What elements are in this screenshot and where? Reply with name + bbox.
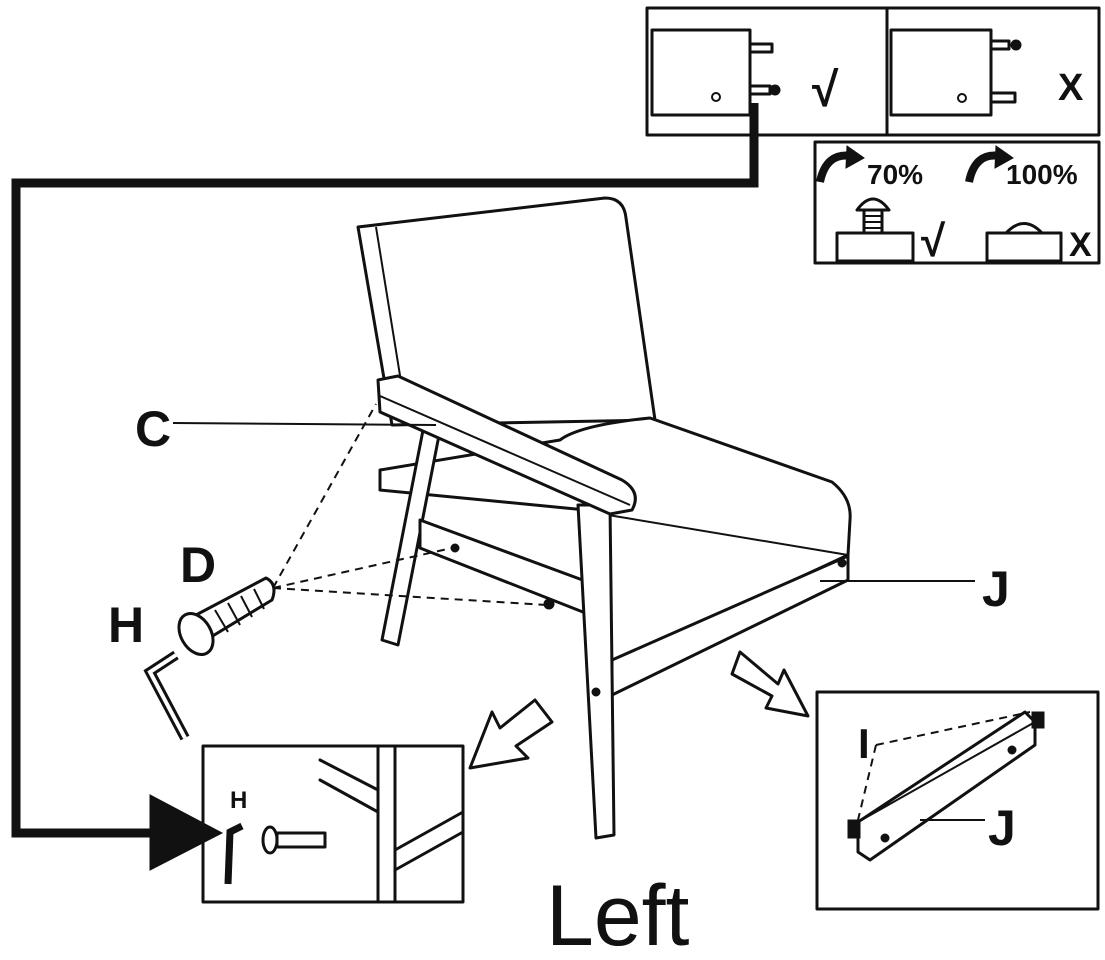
allen-key-label: H — [108, 597, 144, 653]
detail-rail-label: J — [988, 800, 1016, 856]
rail-detail-frame — [815, 690, 1100, 911]
bolt-partial-tight-figure — [835, 197, 915, 263]
alignment-guides — [272, 403, 547, 606]
torque-panel: 70% 100% √ X — [813, 140, 1101, 266]
bolt-label: D — [180, 537, 216, 593]
orientation-frame — [645, 6, 1101, 137]
correct-orientation-figure — [650, 28, 781, 117]
pointer-arrow-icon — [730, 650, 810, 718]
bolt-orientation-panel: √ X — [645, 6, 1101, 137]
detail-rail — [856, 710, 1037, 862]
pointer-arrow-icon — [149, 794, 224, 871]
detail-allen-key-label: H — [230, 787, 247, 814]
incorrect-cross-mark: X — [1058, 67, 1084, 109]
leader-line — [11, 103, 759, 838]
bolt-d — [177, 576, 276, 656]
rotate-arrow-icon — [965, 145, 1014, 183]
torque-frame — [813, 140, 1101, 265]
torque-cross-mark: X — [1069, 226, 1092, 264]
backrest — [356, 196, 657, 427]
pointer-arrow-icon — [468, 698, 554, 770]
armrest-label: C — [135, 401, 171, 457]
armrest-leader — [172, 422, 437, 426]
torque-correct-label: 70% — [867, 159, 923, 190]
side-caption: Left — [546, 868, 690, 955]
rail-detail-panel — [815, 690, 1100, 911]
incorrect-orientation-figure — [889, 28, 1022, 117]
rotate-arrow-icon — [816, 145, 865, 183]
front-leg — [576, 503, 616, 840]
leg-detail-panel: H — [201, 744, 465, 904]
detail-insert-label: I — [858, 720, 870, 767]
leg-detail-frame — [201, 744, 465, 904]
correct-check-mark: √ — [812, 64, 839, 117]
chair-illustration — [356, 196, 852, 840]
torque-check-mark: √ — [921, 217, 946, 266]
side-rail — [418, 518, 590, 616]
bolt-over-tight-figure — [985, 222, 1063, 263]
seat-rail-label: J — [982, 561, 1010, 617]
torque-incorrect-label: 100% — [1006, 159, 1078, 190]
